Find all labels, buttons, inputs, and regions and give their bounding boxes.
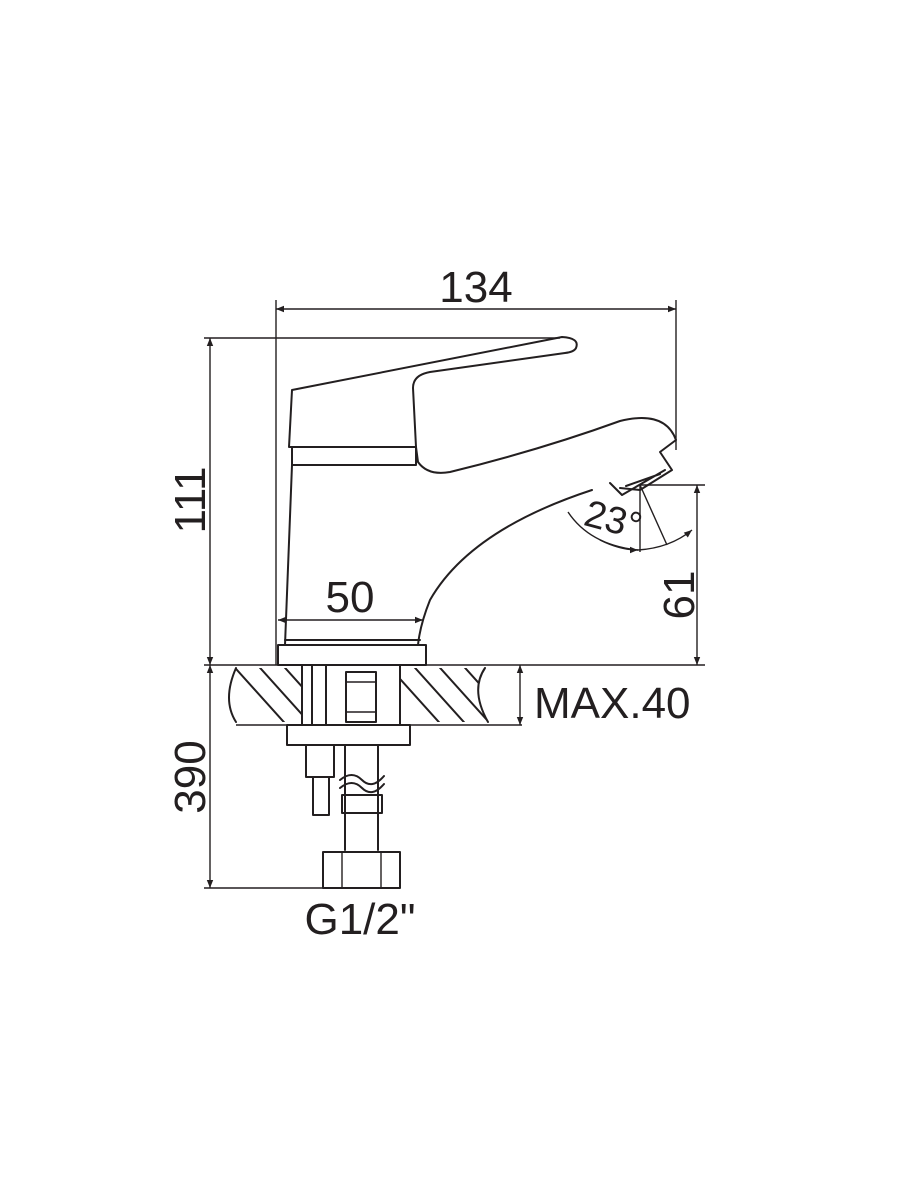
dimension-base-width: 50 [278, 573, 423, 624]
spout-top [415, 417, 677, 491]
dimension-spout-height: 61 [640, 484, 705, 665]
spout-underside [417, 489, 593, 646]
counter-thickness-label: MAX.40 [534, 679, 691, 728]
countertop-hatching [229, 668, 488, 722]
height-label: 111 [166, 467, 215, 534]
dimension-counter-thickness: MAX.40 [516, 665, 691, 728]
dimension-height: 111 [166, 337, 560, 665]
hose-nut [322, 851, 401, 889]
lever-handle [288, 336, 578, 448]
length-label: 134 [439, 263, 512, 312]
base [277, 639, 427, 666]
faucet-outline [277, 336, 677, 666]
hose-length-label: 390 [166, 740, 215, 813]
dimension-spout-angle: 23° [567, 484, 693, 554]
connection-label: G1/2" [304, 895, 415, 944]
spout-angle-label: 23° [580, 493, 646, 548]
dimension-length: 134 [275, 263, 677, 665]
handle-collar [291, 446, 417, 466]
dimension-hose-length: 390 [166, 665, 400, 889]
body-left-edge [284, 464, 293, 646]
aerator [609, 469, 666, 496]
spout-height-label: 61 [655, 571, 704, 620]
base-width-label: 50 [326, 573, 375, 622]
mounting-hardware [286, 724, 411, 889]
